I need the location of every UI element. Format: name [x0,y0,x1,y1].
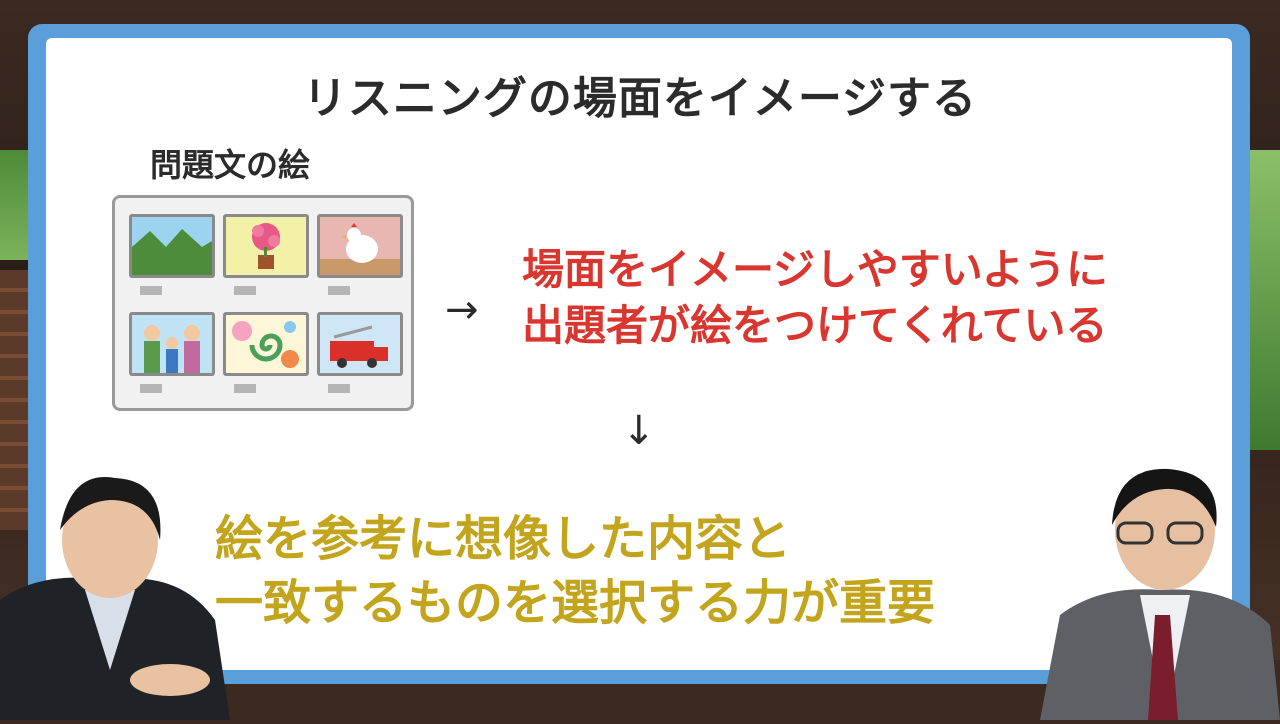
illustration-heading: 問題文の絵 [150,146,311,184]
arrow-right-icon: → [445,287,479,333]
slide-title: リスニングの場面をイメージする [302,73,978,124]
caption-placeholder [140,286,162,295]
swirl-pattern-picture [223,312,309,376]
presenter-left [0,470,230,720]
caption-placeholder [140,384,162,393]
chicken-picture [317,214,403,278]
presenter-right [1040,465,1280,720]
caption-placeholder [234,384,256,393]
background-bookshelf [0,270,30,530]
conclusion-text: 絵を参考に想像した内容と 一致するものを選択する力が重要 [215,507,1115,635]
illustration-note: 場面をイメージしやすいように 出題者が絵をつけてくれている [522,242,1222,354]
caption-placeholder [328,286,350,295]
caption-placeholder [234,286,256,295]
fire-truck-picture [317,312,403,376]
mountain-picture [129,214,215,278]
note-line-2: 出題者が絵をつけてくれている [522,301,1108,350]
caption-placeholder [328,384,350,393]
arrow-down-icon: ↓ [622,408,656,454]
flower-picture [223,214,309,278]
conclusion-line-1: 絵を参考に想像した内容と [215,511,792,567]
illustration-card [112,195,414,411]
note-line-1: 場面をイメージしやすいように [522,245,1108,294]
family-picture [129,312,215,376]
conclusion-line-2: 一致するものを選択する力が重要 [215,575,936,631]
